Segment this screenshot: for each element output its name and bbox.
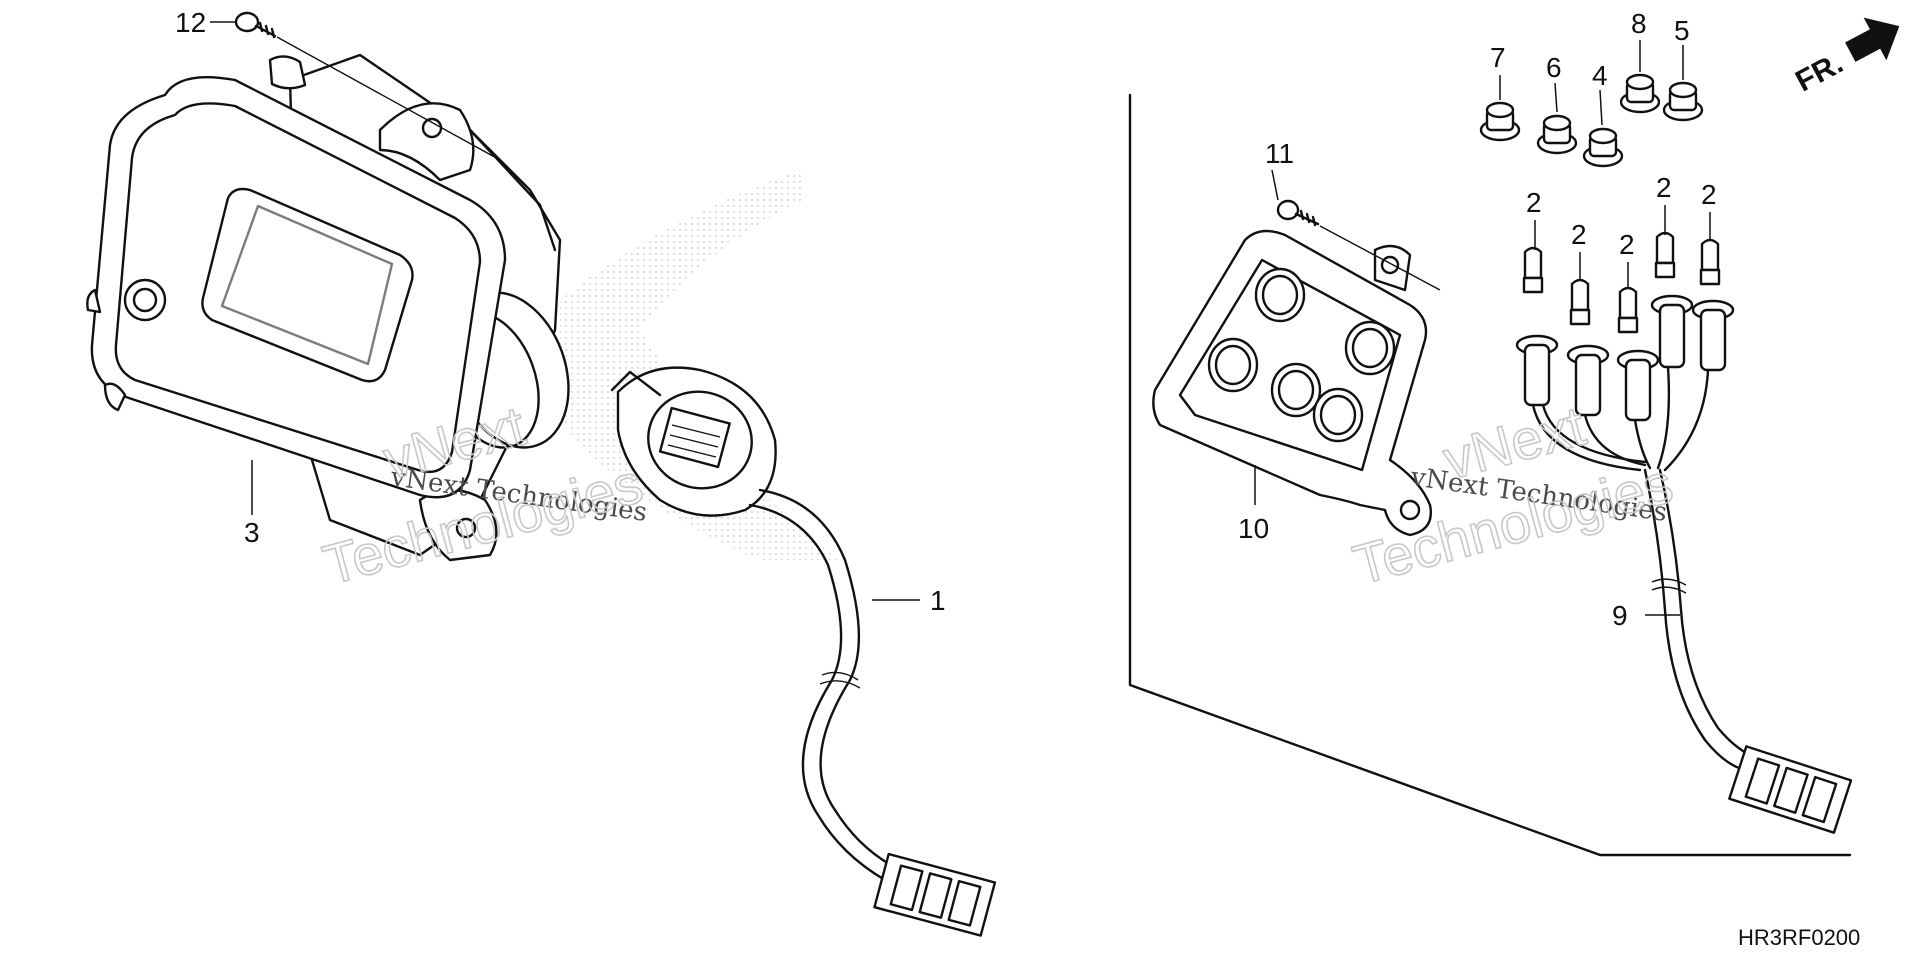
callout-2e: 2 <box>1701 179 1717 210</box>
callout-5: 5 <box>1674 15 1690 46</box>
callout-4: 4 <box>1592 60 1608 91</box>
meter-assembly <box>86 53 570 562</box>
callout-6: 6 <box>1546 52 1562 83</box>
indicator-panel <box>1152 229 1432 537</box>
callout-10: 10 <box>1238 513 1269 544</box>
callout-1: 1 <box>930 585 946 616</box>
callout-8: 8 <box>1631 8 1647 39</box>
callout-2c: 2 <box>1619 229 1635 260</box>
diagram-code: HR3RF0200 <box>1738 925 1860 950</box>
screw-11 <box>1276 199 1320 227</box>
callout-7: 7 <box>1490 42 1506 73</box>
callout-2a: 2 <box>1526 187 1542 218</box>
indicator-harness <box>1515 294 1853 834</box>
callouts: 12 3 1 11 10 9 7 6 4 8 5 2 2 2 2 2 <box>175 7 1717 631</box>
direction-label: FR. <box>1790 47 1848 99</box>
callout-9: 9 <box>1612 600 1628 631</box>
meter-harness <box>610 366 997 937</box>
callout-12: 12 <box>175 7 206 38</box>
callout-2b: 2 <box>1571 219 1587 250</box>
screw-12 <box>234 11 277 39</box>
callout-3: 3 <box>244 517 260 548</box>
arrow-right-icon <box>1845 17 1900 62</box>
callout-11: 11 <box>1265 138 1294 169</box>
direction-marker: FR. <box>1790 17 1900 99</box>
group-frame <box>1128 93 1852 857</box>
leader-lines <box>210 21 1711 616</box>
callout-2d: 2 <box>1656 172 1672 203</box>
bulbs <box>1522 231 1721 334</box>
watermark: vNext Technologies vNext Technologies vN… <box>316 393 1680 598</box>
grommets <box>1479 73 1704 168</box>
